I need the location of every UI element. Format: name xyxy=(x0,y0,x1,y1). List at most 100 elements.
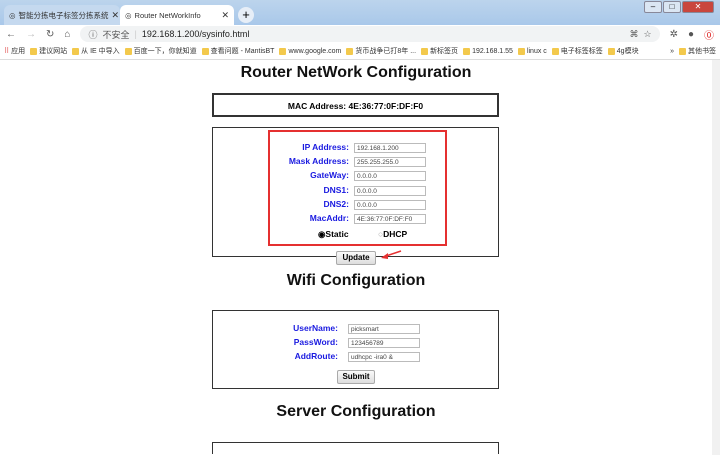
wifi-field-input[interactable]: 123456789 xyxy=(348,338,420,348)
mac-address-box: MAC Address: 4E:36:77:0F:DF:F0 xyxy=(212,93,499,117)
info-icon: ⓘ xyxy=(88,29,98,40)
browser-toolbar: ← → ↻ ⌂ ⓘ 不安全 | 192.168.1.200/sysinfo.ht… xyxy=(0,25,720,43)
bookmark-item[interactable]: 192.168.1.55 xyxy=(463,47,513,55)
bookmark-label: 百度一下，你就知道 xyxy=(133,48,197,55)
star-icon[interactable]: ☆ xyxy=(643,28,652,39)
address-bar[interactable]: ⓘ 不安全 | 192.168.1.200/sysinfo.html ⌘ ☆ xyxy=(80,26,660,42)
bookmark-label: 从 IE 中导入 xyxy=(81,48,120,55)
server-title: Server Configuration xyxy=(276,403,436,420)
bookmark-label: 其他书签 xyxy=(688,48,716,55)
bookmark-icon xyxy=(124,47,132,55)
router-field-input[interactable]: 0.0.0.0 xyxy=(354,199,426,210)
bookmark-item[interactable]: 新标签页 xyxy=(421,46,458,56)
router-field-label: MacAddr: xyxy=(309,213,349,223)
apps-icon[interactable]: ⠿应用 xyxy=(4,46,25,56)
bookmark-item[interactable]: 4g模块 xyxy=(607,46,639,56)
bookmark-icon xyxy=(607,47,615,55)
bookmark-icon xyxy=(421,47,429,55)
router-field-input[interactable]: 4E:36:77:0F:DF:F0 xyxy=(354,214,426,224)
bookmark-icon xyxy=(517,47,525,55)
bookmark-label: 建议网站 xyxy=(39,48,68,55)
minimize-button[interactable]: – xyxy=(644,1,662,13)
router-field-label: Mask Address: xyxy=(288,156,349,167)
wifi-title: Wifi Configuration xyxy=(286,272,426,289)
globe-icon: ◎ xyxy=(9,10,16,20)
router-field-label: DNS2: xyxy=(323,198,349,209)
router-field-label: GateWay: xyxy=(310,170,349,181)
wifi-field-label: AddRoute: xyxy=(294,351,338,361)
home-icon[interactable]: ⌂ xyxy=(64,28,71,40)
bookmark-icon xyxy=(551,47,559,55)
bookmark-item[interactable]: www.google.com xyxy=(279,47,341,55)
opera-extension-icon[interactable]: ⓪ xyxy=(704,30,714,42)
bookmark-item[interactable]: 查看问题 - MantisBT xyxy=(201,46,275,56)
bookmark-label: 192.168.1.55 xyxy=(472,47,513,55)
account-icon[interactable]: ● xyxy=(687,28,694,40)
scrollbar[interactable] xyxy=(712,60,720,455)
router-field-label: IP Address: xyxy=(302,142,349,152)
bookmark-label: 4g模块 xyxy=(616,48,639,55)
url-text[interactable]: 192.168.1.200/sysinfo.html xyxy=(141,29,250,39)
bookmark-item[interactable]: 建议网站 xyxy=(30,46,67,56)
bookmarks-bar: ⠿应用 建议网站 从 IE 中导入 百度一下，你就知道 查看问题 - MantisBT w… xyxy=(0,43,720,60)
close-tab-icon[interactable]: ✕ xyxy=(111,9,120,20)
dhcp-radio[interactable]: ○DHCP xyxy=(378,229,408,239)
bookmark-icon xyxy=(201,47,209,55)
translate-icon[interactable]: ⌘ xyxy=(629,28,639,39)
new-tab-button[interactable]: + xyxy=(238,7,254,23)
tab-label: Router NetWorkInfo xyxy=(134,10,201,20)
divider: | xyxy=(134,29,137,39)
wifi-field-label: UserName: xyxy=(293,323,338,333)
page-content: Router NetWork Configuration MAC Address… xyxy=(0,60,712,455)
folder-icon xyxy=(679,47,686,55)
bookmark-item[interactable]: 从 IE 中导入 xyxy=(72,46,120,56)
static-label: Static xyxy=(325,229,349,239)
server-config-box xyxy=(212,442,499,454)
red-arrow-annotation xyxy=(381,250,402,259)
bookmark-icon xyxy=(279,47,287,55)
router-field-input[interactable]: 255.255.255.0 xyxy=(354,157,426,168)
bookmark-label: linux c xyxy=(526,47,547,55)
wifi-field-input[interactable]: picksmart xyxy=(348,324,420,334)
bookmark-icon xyxy=(72,47,80,55)
tab-picking-system[interactable]: ◎智能分拣电子标签分拣系统✕ xyxy=(4,5,120,25)
router-field-input[interactable]: 0.0.0.0 xyxy=(354,185,426,196)
bookmark-label: 查看问题 - MantisBT xyxy=(210,48,275,55)
forward-icon[interactable]: → xyxy=(26,28,36,40)
router-field-input[interactable]: 0.0.0.0 xyxy=(354,171,426,182)
bookmark-label: 应用 xyxy=(11,48,26,55)
extension-icon[interactable]: ✲ xyxy=(669,28,678,40)
maximize-button[interactable]: □ xyxy=(663,1,681,13)
close-tab-icon[interactable]: ✕ xyxy=(221,9,229,20)
globe-icon: ◎ xyxy=(125,10,132,20)
close-window-button[interactable]: ✕ xyxy=(682,1,714,13)
reload-icon[interactable]: ↻ xyxy=(46,28,55,40)
more-bookmarks-icon[interactable]: » xyxy=(670,47,674,55)
back-icon[interactable]: ← xyxy=(6,28,16,40)
tab-router-networkinfo[interactable]: ◎Router NetWorkInfo ✕ xyxy=(120,5,234,25)
tab-label: 智能分拣电子标签分拣系统 xyxy=(18,10,109,20)
static-radio[interactable]: ◉Static xyxy=(318,229,349,239)
bookmark-icon xyxy=(463,47,471,55)
wifi-field-input[interactable]: udhcpc -ira0 & xyxy=(348,352,420,362)
security-label: 不安全 xyxy=(102,29,130,40)
bookmark-icon xyxy=(30,47,38,55)
other-bookmarks[interactable]: 其他书签 xyxy=(679,46,716,56)
bookmark-label: 新标签页 xyxy=(430,48,459,55)
submit-button[interactable]: Submit xyxy=(337,370,375,384)
router-title: Router NetWork Configuration xyxy=(240,64,472,81)
bookmark-item[interactable]: 百度一下，你就知道 xyxy=(124,46,197,56)
router-field-input[interactable]: 192.168.1.200 xyxy=(354,143,426,153)
apps-grid-icon: ⠿ xyxy=(4,48,10,55)
wifi-field-label: PassWord: xyxy=(293,337,338,347)
bookmark-item[interactable]: linux c xyxy=(517,47,547,55)
router-field-label: DNS1: xyxy=(323,184,349,195)
bookmark-item[interactable]: 货币战争已打8年 ... xyxy=(346,46,416,56)
title-bar: ◎智能分拣电子标签分拣系统✕ ◎Router NetWorkInfo✕ + –□… xyxy=(0,0,720,25)
update-button[interactable]: Update xyxy=(336,251,376,265)
dhcp-label: DHCP xyxy=(383,229,408,239)
bookmark-icon xyxy=(346,47,354,55)
bookmark-item[interactable]: 电子标签标签 xyxy=(551,46,603,56)
